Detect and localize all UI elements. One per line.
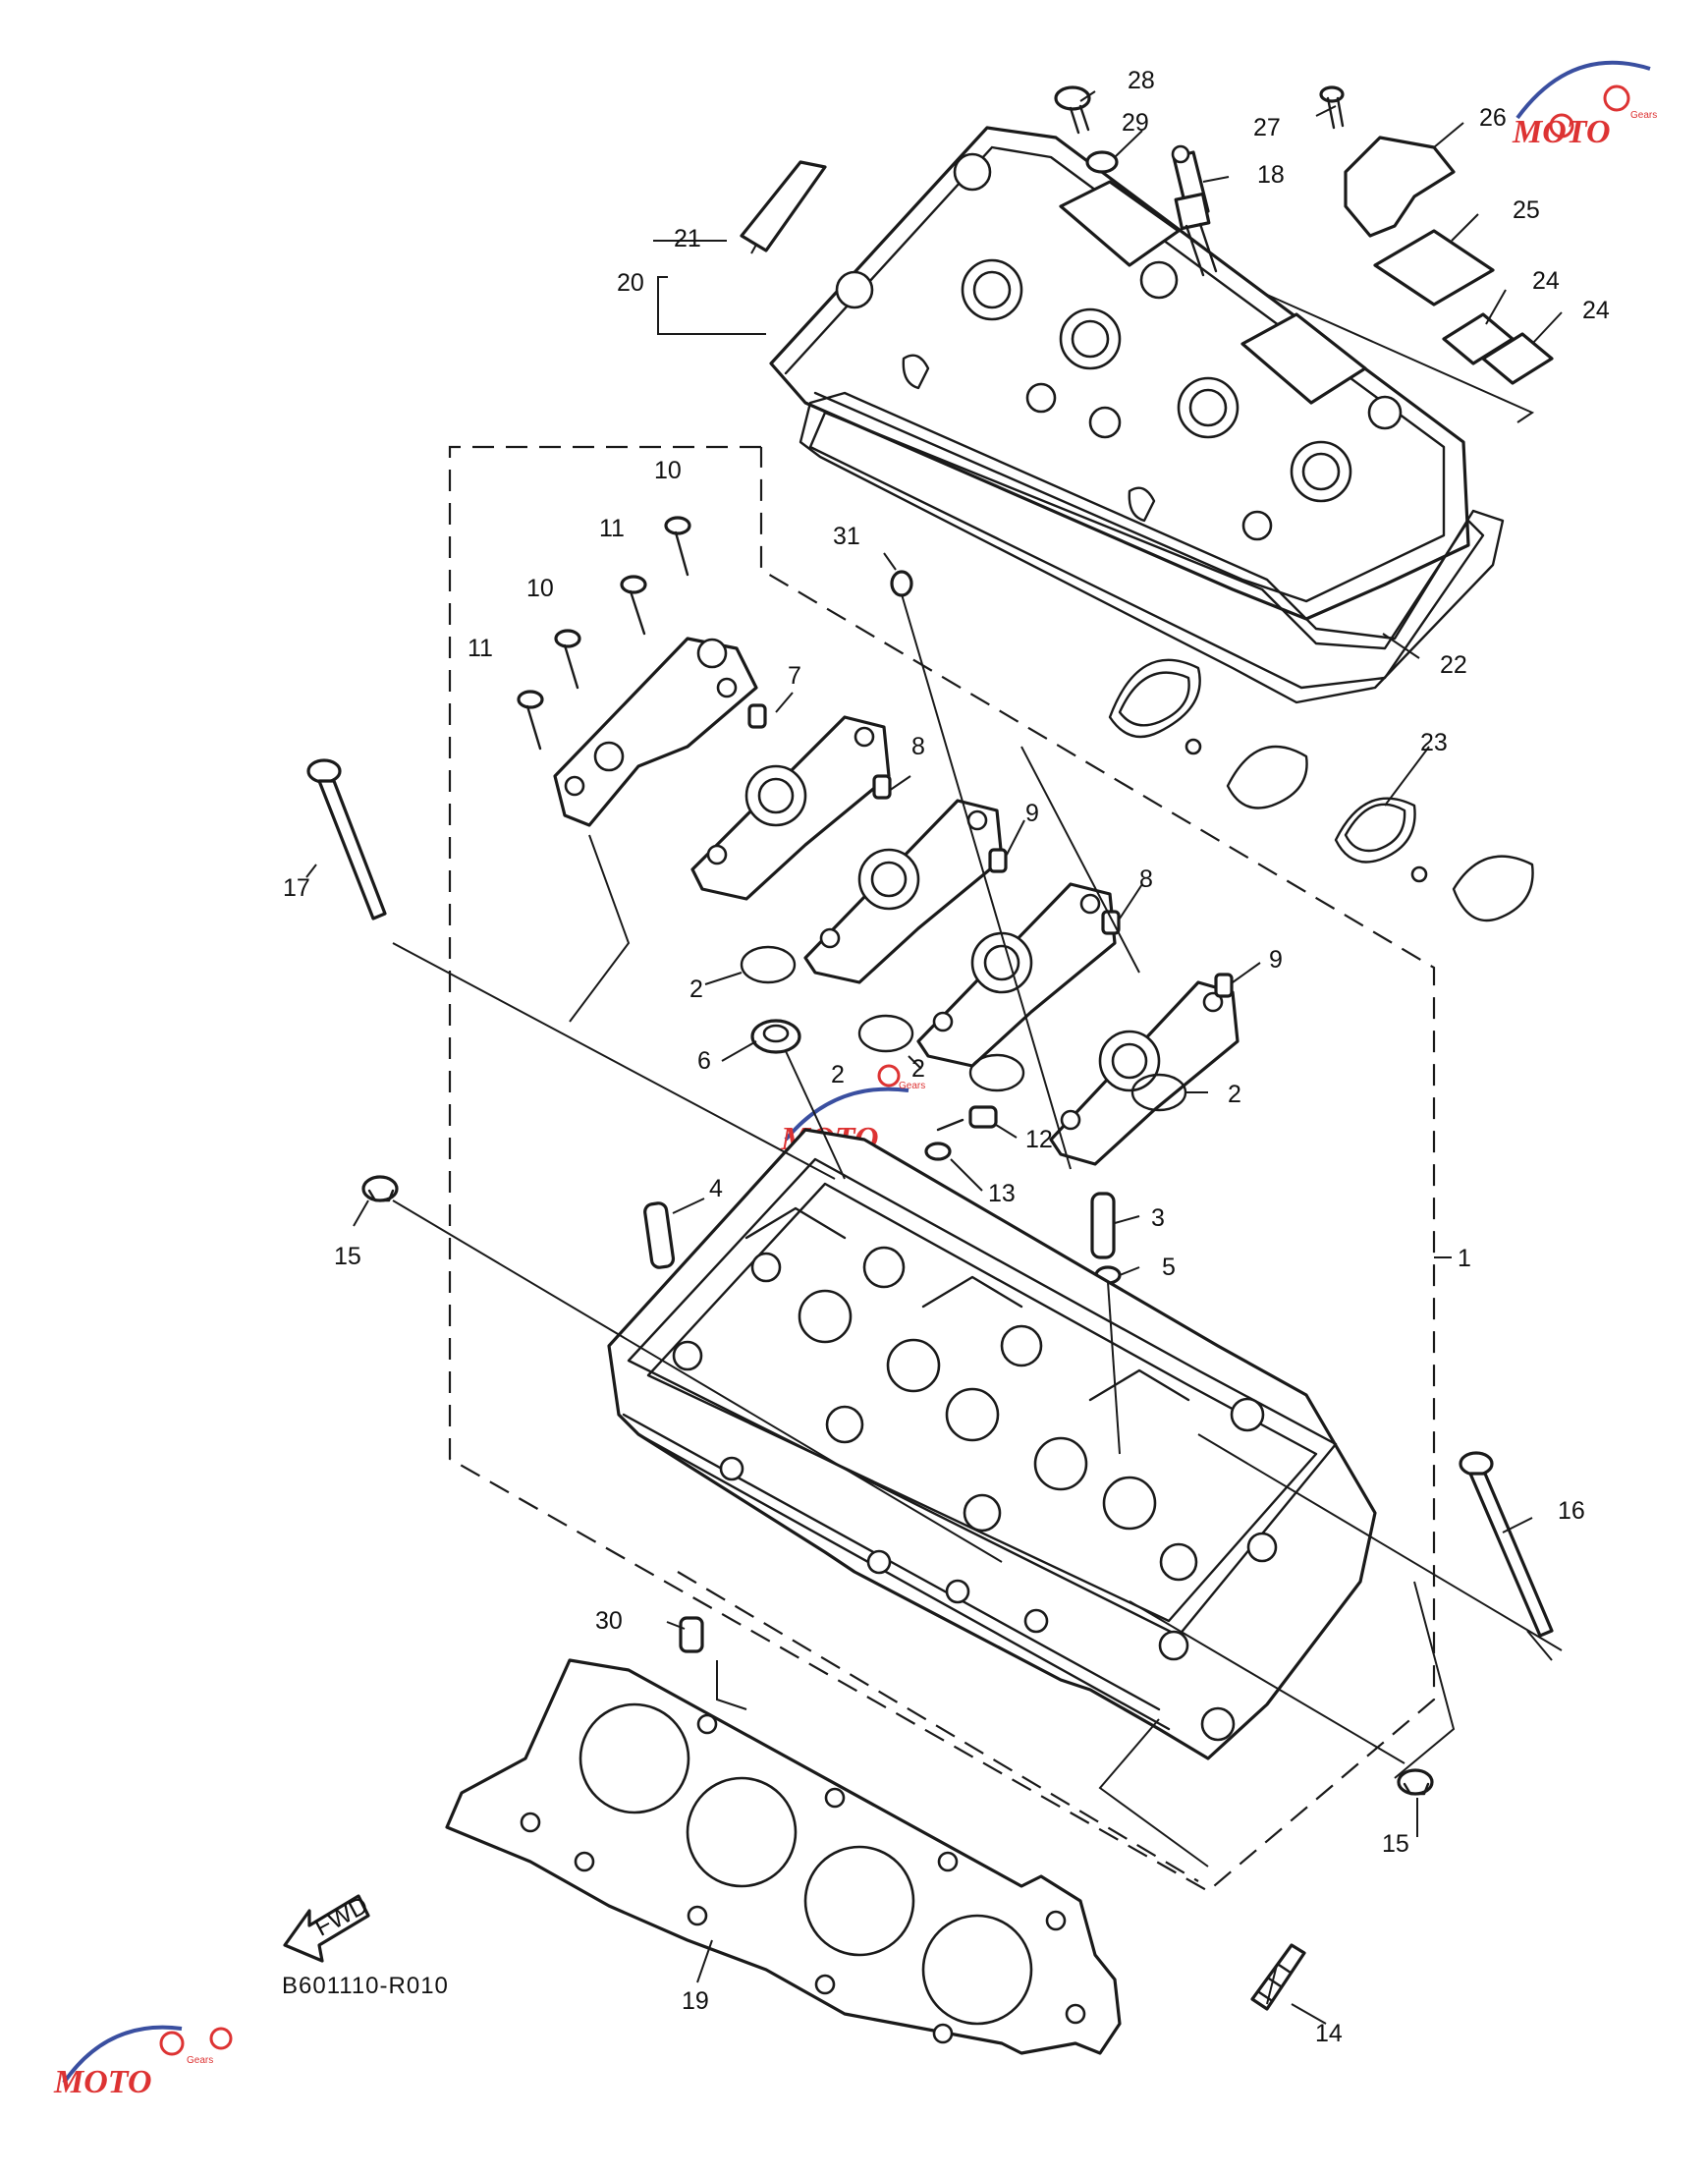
cover-hanger-plate: [740, 160, 827, 252]
dowel-pins: [747, 703, 1234, 998]
plug-hole-gaskets: [1108, 658, 1534, 922]
callout-29: 29: [1122, 109, 1149, 137]
head-cover-gasket-inner: [808, 411, 1485, 690]
callout-10: 10: [654, 457, 682, 484]
callout-11: 11: [599, 515, 625, 542]
callout-3: 3: [1151, 1204, 1165, 1232]
cylinder-head: [607, 1128, 1377, 1760]
leader-line: [1266, 294, 1535, 423]
callout-30: 30: [595, 1607, 623, 1635]
air-cut-bolt: [1319, 85, 1345, 130]
callout-2: 2: [911, 1055, 925, 1083]
callout-28: 28: [1128, 67, 1155, 94]
callout-17: 17: [283, 874, 310, 902]
plug-screw: [750, 1019, 801, 1054]
callout-27: 27: [1253, 114, 1281, 141]
callout-10: 10: [526, 575, 554, 602]
callout-23: 23: [1420, 729, 1448, 756]
callout-26: 26: [1479, 104, 1507, 132]
copper-washer: [924, 1142, 952, 1161]
cam-oil-washer: [890, 570, 913, 597]
blind-plug-left: [361, 1175, 399, 1202]
valve-guide-front: [643, 1201, 676, 1269]
callout-2: 2: [1228, 1081, 1241, 1108]
callout-19: 19: [682, 1987, 709, 2015]
callout-12: 12: [1025, 1126, 1053, 1153]
callout-9: 9: [1269, 946, 1283, 974]
callout-21: 21: [674, 225, 701, 252]
fwd-label: FWD: [310, 1891, 372, 1941]
union-bolt: [936, 1105, 998, 1132]
watermark-top-right: MOTO Gears: [1512, 60, 1657, 150]
o-rings: [740, 945, 1187, 1112]
callout-8: 8: [1139, 865, 1153, 893]
callout-24: 24: [1582, 297, 1610, 324]
head-gasket-boundary: [677, 1571, 1199, 1882]
callout-14: 14: [1315, 2020, 1343, 2047]
callout-18: 18: [1257, 161, 1285, 189]
callout-labels: 1 2 2 2 2 3 4 5 6 7 8 8 9 9 10 10 11 11 …: [283, 67, 1610, 2047]
leader-lines: [305, 90, 1563, 2025]
diagram-code: B601110-R010: [282, 1973, 449, 1999]
bolt-washer: [1085, 150, 1119, 174]
forward-arrow[interactable]: FWD: [283, 1891, 372, 1963]
reed-valve-plate: [1373, 229, 1495, 307]
callout-31: 31: [833, 523, 860, 550]
watermark-brand: MOTO: [1512, 114, 1611, 150]
callout-8: 8: [911, 733, 925, 760]
reed-valve-clip: [1481, 332, 1554, 385]
callout-9: 9: [1025, 800, 1039, 827]
callout-13: 13: [988, 1180, 1016, 1207]
watermark-sub: Gears: [187, 2055, 213, 2066]
cylinder-head-gasket: [445, 1658, 1122, 2055]
callout-25: 25: [1513, 196, 1540, 224]
callout-1: 1: [1458, 1245, 1471, 1272]
callout-7: 7: [788, 662, 801, 690]
callout-16: 16: [1558, 1497, 1585, 1525]
watermark-sub: Gears: [1630, 110, 1657, 121]
callout-22: 22: [1440, 651, 1467, 679]
camshaft-cap-3: [916, 882, 1117, 1068]
cylinder-head-cover: [769, 126, 1470, 621]
camshaft-cap-4: [1049, 980, 1240, 1166]
callout-6: 6: [697, 1047, 711, 1075]
callout-4: 4: [709, 1175, 723, 1202]
cover-bolt: [1054, 85, 1091, 135]
callout-15: 15: [1382, 1830, 1409, 1858]
callout-2: 2: [689, 976, 703, 1003]
head-dowel: [679, 1616, 704, 1653]
blind-plug-right: [1397, 1768, 1434, 1796]
camshaft-cap-1: [690, 715, 891, 901]
callout-24: 24: [1532, 267, 1560, 295]
spark-plug: [1171, 144, 1218, 277]
camshaft-cap-2: [803, 799, 1004, 984]
valve-guide-rear: [1090, 1192, 1116, 1259]
callout-2: 2: [831, 1061, 845, 1088]
callout-11: 11: [468, 635, 493, 662]
callout-15: 15: [334, 1243, 361, 1270]
air-induction-cover: [1344, 136, 1456, 238]
assembly-boundary: [448, 445, 1436, 1893]
watermark-bottom-left: MOTO Gears: [53, 2025, 233, 2100]
watermark-brand: MOTO: [53, 2064, 152, 2100]
head-bolt-long: [306, 758, 387, 920]
camshaft-cap-front: [553, 637, 758, 827]
head-cover-gasket: [799, 391, 1505, 704]
callout-5: 5: [1162, 1254, 1176, 1281]
watermark-sub: Gears: [899, 1081, 925, 1091]
stud-bolt: [1250, 1943, 1306, 2011]
cap-bolts: [517, 516, 691, 751]
head-bolt-rear: [1459, 1451, 1554, 1638]
callout-20: 20: [617, 269, 644, 297]
